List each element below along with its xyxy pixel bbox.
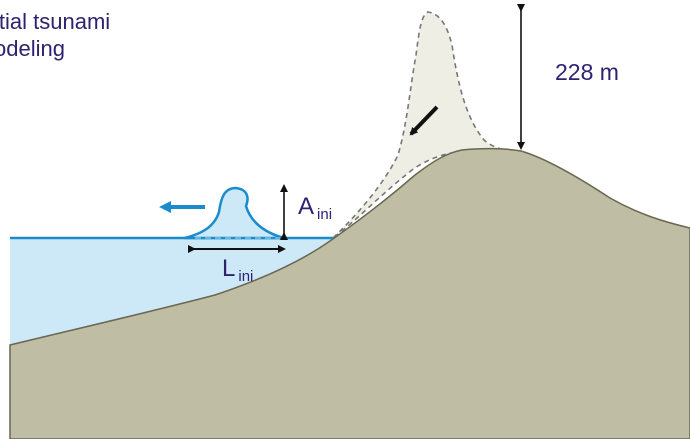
landslide-height-label: 228 m [555,59,619,85]
sea-water [10,238,333,345]
title-line-2: odeling [0,36,65,61]
amplitude-symbol: A [298,193,315,220]
wavelength-subscript: ini [238,268,254,285]
title-line-1: itial tsunami [0,9,111,34]
pre-slide-mountain [332,11,522,239]
terrain [9,147,690,439]
tsunami-wave [183,186,286,240]
amplitude-subscript: ini [317,206,333,223]
wavelength-symbol: L [222,255,236,282]
arrow-down-left-icon [409,105,439,136]
